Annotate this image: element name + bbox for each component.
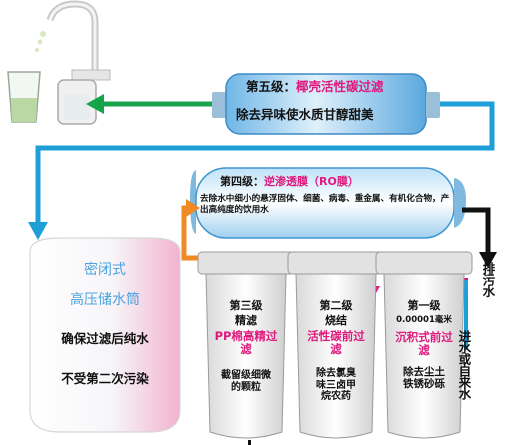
stage2-level: 第二级 (319, 299, 353, 312)
stage1-housing (375, 251, 473, 439)
stage3-level: 第三级 (229, 299, 263, 312)
water-glass-icon (7, 71, 41, 123)
bottom-mark (248, 440, 251, 445)
stage2-name: 活性碳前过滤 (307, 329, 365, 357)
inlet-label: 进水或自来水 (456, 330, 472, 399)
stage3-name: PP棉高精过滤 (214, 329, 278, 357)
drain-pipe (462, 207, 497, 268)
ro-membrane (190, 167, 466, 239)
stage3-desc: 截留级细微的颗粒 (221, 370, 271, 393)
stage2-housing (287, 251, 385, 439)
stage2-desc: 除去氯臭味三卤甲烷农药 (316, 368, 356, 402)
drain-label: 排污水 (480, 262, 496, 297)
stage1-level: 第一级 (407, 299, 441, 312)
faucet-icon (35, 0, 111, 81)
stage4-level: 第四级： (220, 175, 264, 188)
stage1-name: 沉积式前过滤 (395, 330, 453, 358)
stage3-housing (197, 251, 295, 439)
tank-line4: 不受第二次污染 (61, 371, 149, 386)
tank-line3: 确保过滤后纯水 (61, 331, 149, 346)
stage3-type: 精滤 (235, 314, 257, 327)
tank-line1: 密闭式 (84, 262, 126, 278)
stage5-cartridge (212, 73, 440, 135)
tank-line2: 高压储水筒 (70, 292, 140, 308)
stage5-title: 第五级：椰壳活性碳过滤 (246, 79, 422, 94)
stage4-name: 逆渗透膜（RO膜） (264, 175, 359, 188)
outlet-arrow (86, 94, 218, 114)
dispenser-icon (57, 79, 97, 125)
stage5-level: 第五级： (246, 79, 297, 94)
stage5-desc: 除去异味使水质甘醇甜美 (236, 107, 374, 122)
ro-to-stage5-pipe (28, 101, 495, 240)
storage-tank (29, 237, 181, 433)
stage1-desc: 除去尘土铁锈砂砾 (403, 366, 445, 391)
stage4-title: 第四级：逆渗透膜（RO膜） (220, 175, 440, 189)
stage2-type: 烧结 (325, 314, 347, 327)
stage1-spec: 0.00001毫米 (396, 315, 452, 325)
stage5-name: 椰壳活性碳过滤 (296, 79, 384, 94)
stage4-desc: 去除水中细小的悬浮固体、细菌、病毒、重金属、有机化合物，产出高纯度的饮用水 (200, 194, 450, 216)
